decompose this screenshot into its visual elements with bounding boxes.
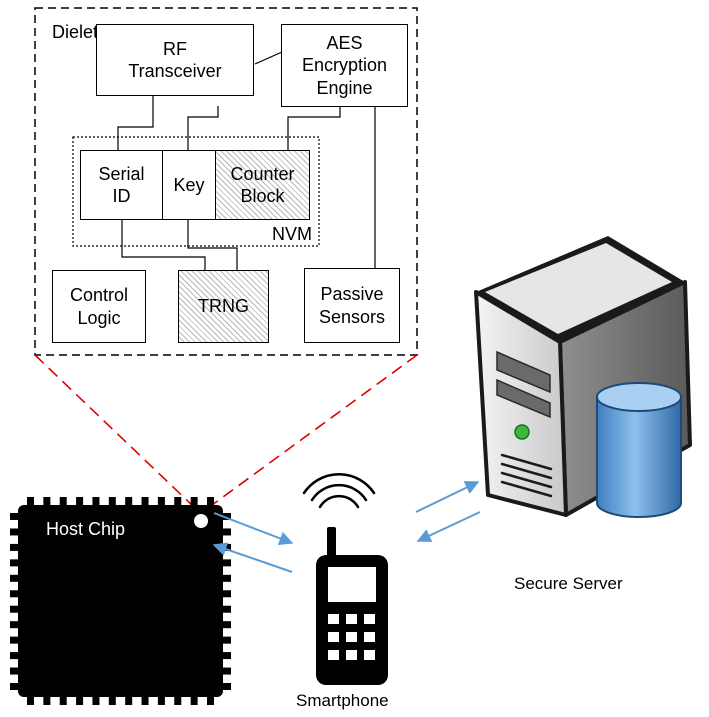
chip-pin	[10, 559, 20, 567]
chip-pin	[125, 695, 133, 705]
chip-pin	[174, 695, 182, 705]
chip-pin	[92, 695, 100, 705]
chip-pin	[10, 683, 20, 690]
chip-pin	[221, 590, 231, 598]
arrow-phone-to-server	[415, 481, 480, 513]
chip-pin	[10, 528, 20, 536]
internal-wires	[117, 51, 376, 270]
chip-pin	[221, 574, 231, 582]
chip-pin	[221, 652, 231, 660]
chip-pin	[221, 528, 231, 536]
chip-pin	[10, 636, 20, 644]
host-chip-body	[18, 505, 223, 697]
chip-pin	[76, 497, 84, 507]
chip-pin	[10, 590, 20, 598]
arrow-server-to-phone	[416, 511, 481, 543]
trng-block: TRNG	[178, 270, 269, 343]
dielet-title: Dielet	[52, 22, 99, 42]
chip-pin	[10, 513, 20, 520]
chip-pin	[108, 497, 116, 507]
chip-pin	[207, 497, 214, 507]
chip-pin	[10, 574, 20, 582]
serial-id-block: Serial ID	[80, 150, 163, 220]
smartphone-label: Smartphone	[296, 691, 389, 710]
zoom-line-right	[207, 354, 418, 509]
passive-sensors-block: Passive Sensors	[304, 268, 400, 343]
chip-pin	[221, 667, 231, 675]
chip-pin	[27, 695, 34, 705]
wireless-signal-icon	[302, 472, 376, 509]
chip-pin	[43, 497, 51, 507]
chip-pin	[190, 497, 198, 507]
host-chip-label: Host Chip	[46, 519, 126, 539]
chip-pin	[10, 621, 20, 629]
chip-pin	[221, 621, 231, 629]
chip-pin	[92, 497, 100, 507]
nvm-label: NVM	[272, 224, 312, 244]
chip-pin	[174, 497, 182, 507]
chip-pin	[27, 497, 34, 507]
chip-pin	[221, 513, 231, 520]
chip-pin	[207, 695, 214, 705]
chip-pin	[141, 497, 149, 507]
chip-pin	[10, 543, 20, 551]
chip-pin	[125, 497, 133, 507]
rf-transceiver-block: RF Transceiver	[96, 24, 254, 96]
zoom-line-left	[34, 354, 196, 509]
server-led-icon	[514, 424, 530, 440]
secure-server-label: Secure Server	[514, 574, 623, 593]
chip-pin	[10, 652, 20, 660]
host-chip-pins	[10, 497, 231, 705]
arrow-phone-to-chip	[212, 542, 293, 573]
chip-pin	[157, 497, 165, 507]
arrow-chip-to-phone	[213, 512, 294, 546]
chip-pin	[221, 636, 231, 644]
key-block: Key	[162, 150, 216, 220]
chip-pin	[59, 497, 67, 507]
chip-pin	[108, 695, 116, 705]
chip-pin	[221, 559, 231, 567]
chip-pin	[43, 695, 51, 705]
chip-pin	[76, 695, 84, 705]
dielet-marker	[194, 514, 208, 528]
chip-pin	[157, 695, 165, 705]
chip-pin	[190, 695, 198, 705]
chip-pin	[221, 605, 231, 613]
database-icon	[596, 382, 682, 518]
control-logic-block: Control Logic	[52, 270, 146, 343]
aes-encryption-engine-block: AES Encryption Engine	[281, 24, 408, 107]
chip-pin	[141, 695, 149, 705]
chip-pin	[10, 605, 20, 613]
smartphone-icon	[302, 472, 388, 685]
nvm-region	[72, 136, 320, 247]
chip-pin	[59, 695, 67, 705]
chip-pin	[10, 667, 20, 675]
chip-pin	[221, 683, 231, 690]
counter-block: Counter Block	[215, 150, 310, 220]
